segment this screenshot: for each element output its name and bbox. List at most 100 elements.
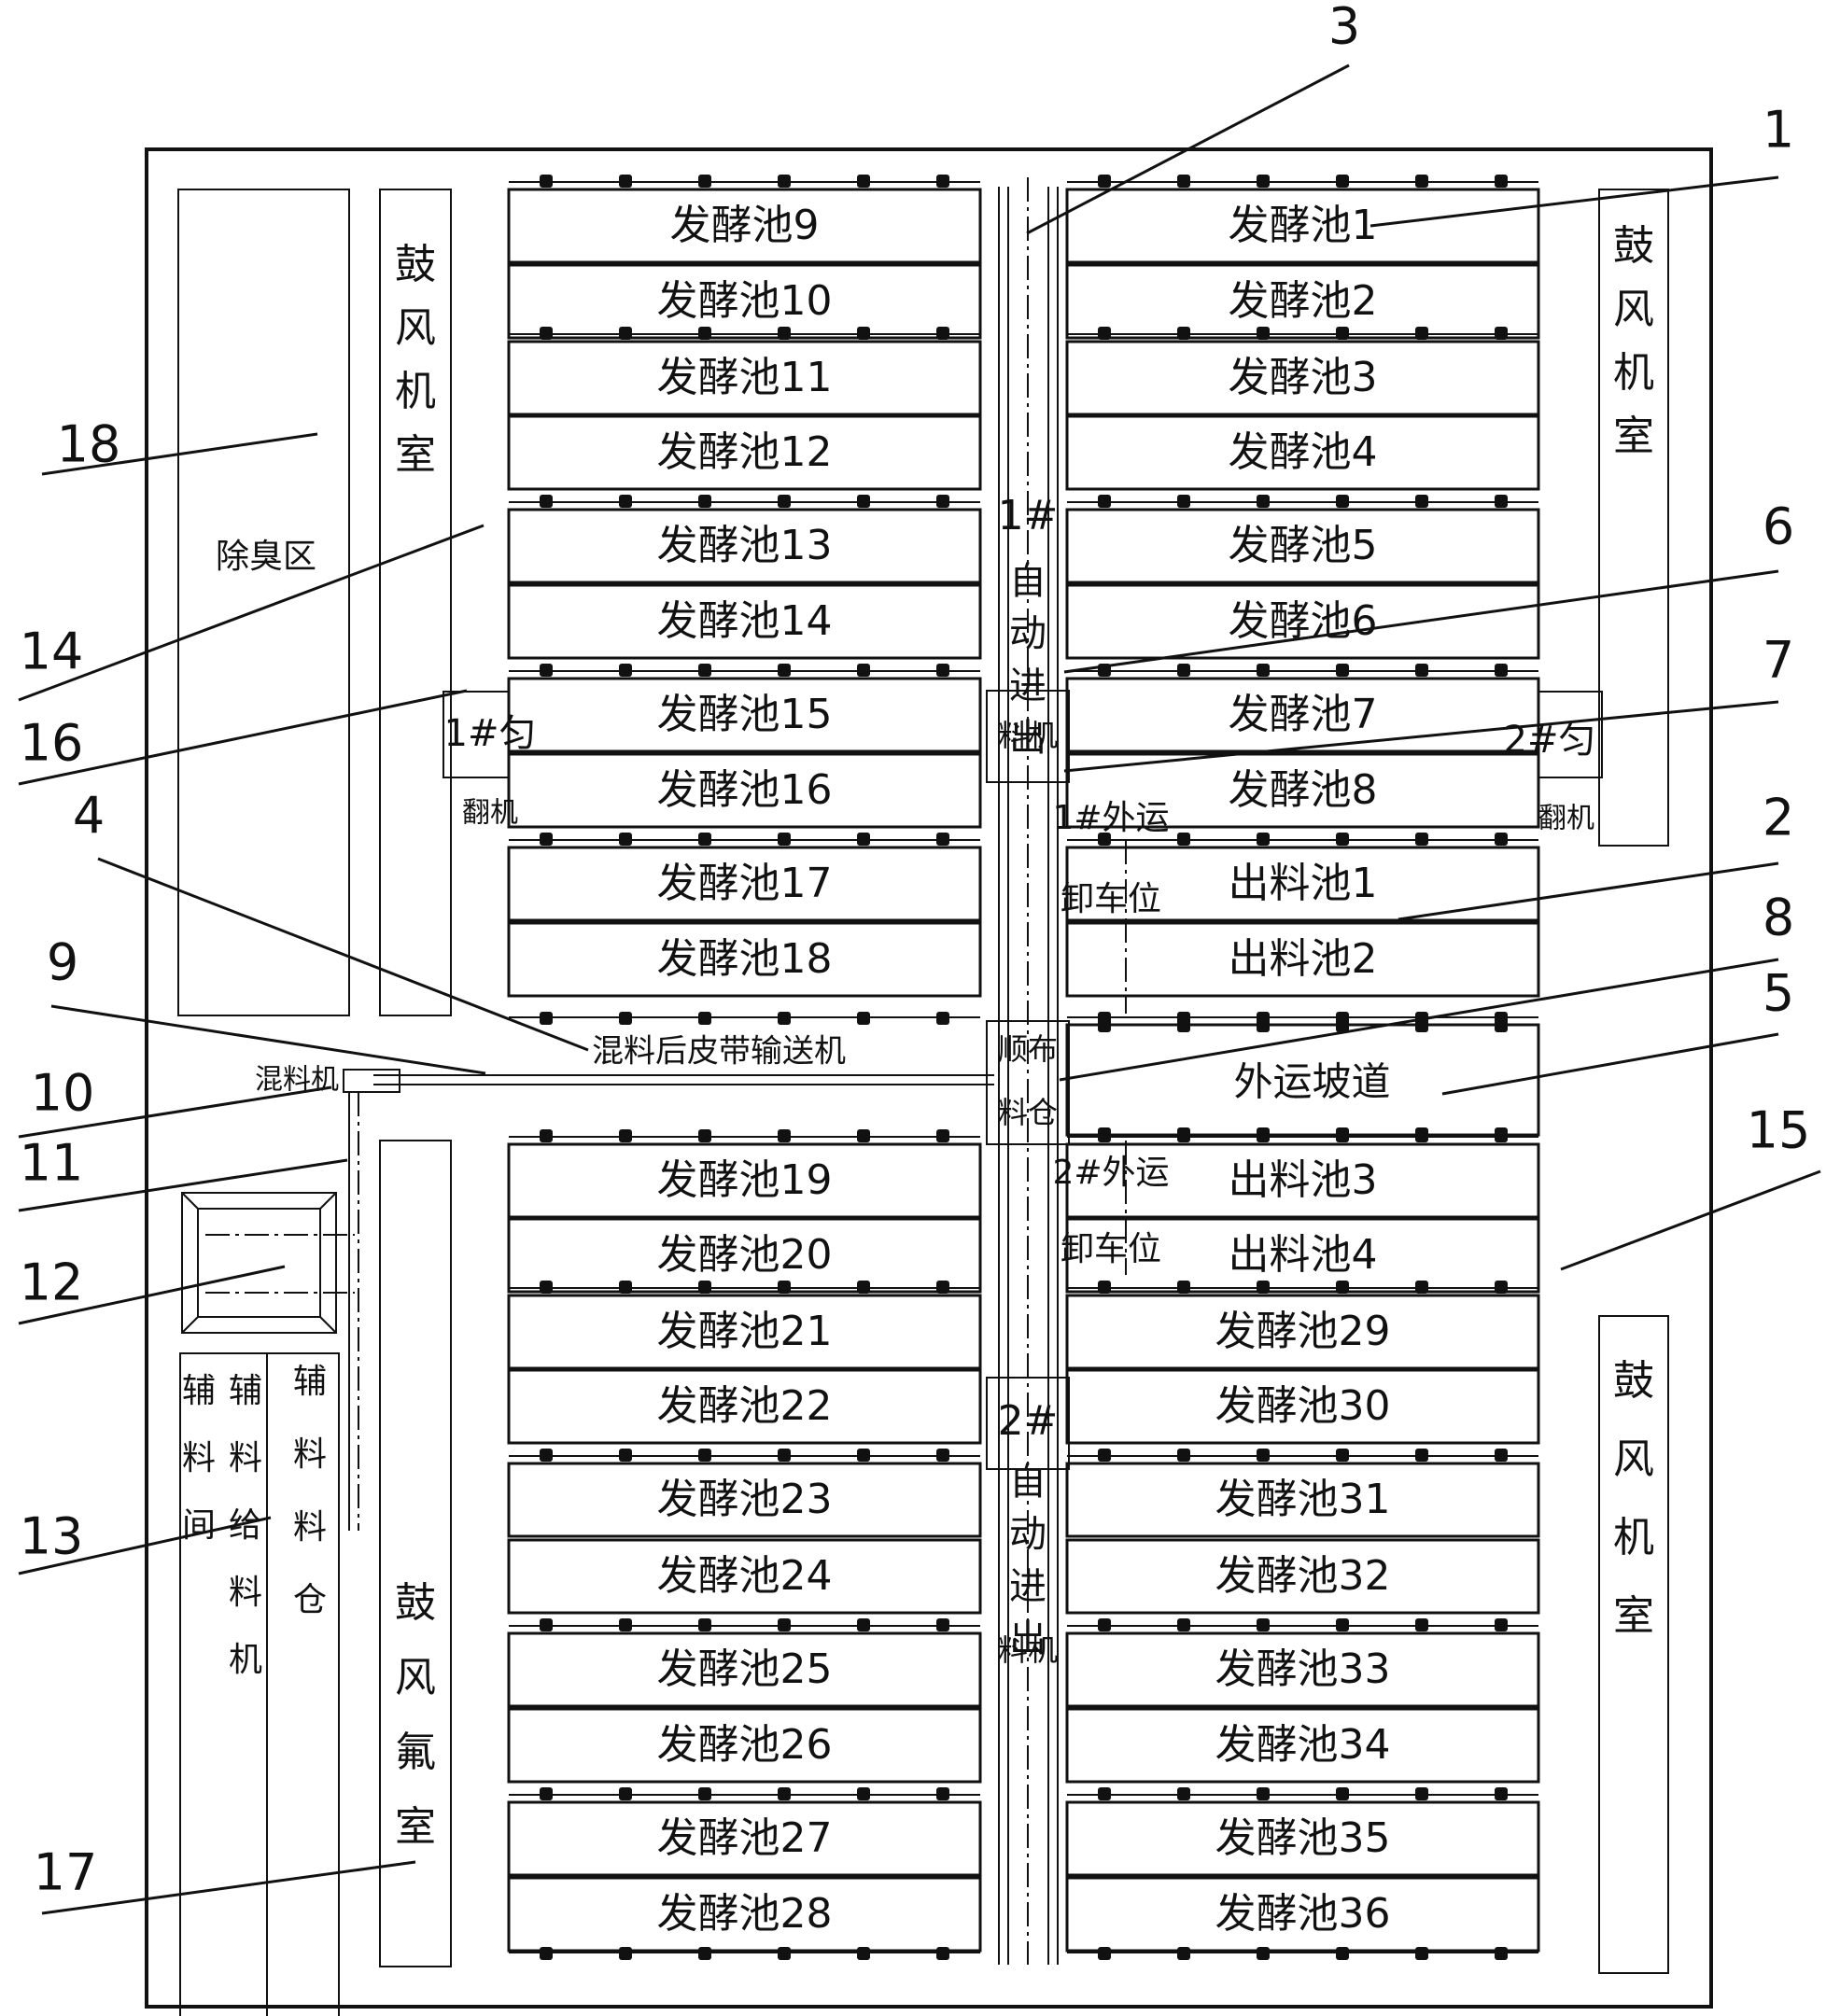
aeration-nozzle [778,1787,791,1800]
tank-right-2 [1065,263,1540,340]
aeration-nozzle [698,1012,711,1025]
tank-right-18 [1065,1707,1540,1784]
aeration-nozzle [1336,175,1349,188]
tank-right-3 [1065,340,1540,416]
callout-number-12: 12 [20,1253,84,1312]
distributor-box [986,1020,1070,1145]
callout-number-7: 7 [1763,631,1794,690]
callout-leader-13 [18,1516,272,1575]
aeration-nozzle [1257,664,1270,677]
aeration-nozzle [1177,175,1190,188]
hopper-outer [181,1192,337,1334]
aeration-nozzle [857,1449,870,1462]
aeration-nozzle [1495,1787,1508,1800]
aeration-nozzle [778,833,791,846]
tank-left-8 [507,752,982,829]
aeration-nozzle [1177,1947,1190,1960]
tank-left-14 [507,1368,982,1445]
aeration-nozzle [1177,1019,1190,1032]
aeration-nozzle [778,175,791,188]
aeration-nozzle [1257,1281,1270,1294]
tank-label-right-11: 出料池3 [1229,1156,1378,1204]
tank-left-9 [507,846,982,922]
aeration-nozzle [1257,1947,1270,1960]
aeration-nozzle [1495,664,1508,677]
callout-number-11: 11 [20,1134,84,1193]
aeration-nozzle [857,1947,870,1960]
aeration-nozzle [1098,1618,1111,1631]
aeration-nozzle [698,664,711,677]
tank-left-16 [507,1538,982,1615]
aeration-nozzle [619,1129,632,1142]
aeration-nozzle [936,1012,949,1025]
aeration-nozzle [857,664,870,677]
tank-left-4 [507,414,982,491]
tank-label-left-2: 发酵池10 [657,277,833,325]
aeration-nozzle [1336,1947,1349,1960]
feeder-2-char: 自 [1009,1461,1046,1504]
auxiliary-col-3-char: 料 [293,1508,327,1547]
aeration-nozzle [1257,175,1270,188]
aeration-nozzle [1257,833,1270,846]
feeder-2-char: 料机 [998,1632,1058,1668]
aeration-nozzle [698,1129,711,1142]
aeration-nozzle [1257,1449,1270,1462]
aeration-nozzle [857,327,870,340]
tank-left-13 [507,1294,982,1370]
unload-2-suffix: 卸车位 [1060,1230,1161,1268]
auxiliary-block [179,1352,340,2016]
tank-label-right-3: 发酵池3 [1229,354,1378,401]
aeration-nozzle [540,327,553,340]
callout-leader-15 [1560,1169,1821,1271]
aeration-nozzle [1098,1449,1111,1462]
outbound-ramp [1065,1023,1540,1137]
tank-left-15 [507,1462,982,1538]
aeration-nozzle [1415,664,1428,677]
aeration-nozzle [540,1787,553,1800]
tank-left-2 [507,263,982,340]
aeration-nozzle [1336,1787,1349,1800]
aeration-nozzle [1336,1281,1349,1294]
aeration-nozzle [1495,1947,1508,1960]
auxiliary-col-1-char: 间 [182,1506,216,1545]
aeration-nozzle [1336,1449,1349,1462]
callout-number-1: 1 [1763,101,1794,160]
callout-number-6: 6 [1763,497,1794,556]
aeration-nozzle [778,1947,791,1960]
feeder-1-char: 动 [1009,612,1046,655]
callout-number-2: 2 [1763,789,1794,847]
aeration-nozzle [1098,327,1111,340]
aeration-nozzle [1415,1787,1428,1800]
aeration-nozzle [1177,1618,1190,1631]
callout-leader-8 [1059,958,1779,1082]
aeration-nozzle [540,833,553,846]
tank-left-18 [507,1707,982,1784]
aeration-nozzle [619,833,632,846]
aeration-nozzle [1257,1127,1270,1141]
tank-right-6 [1065,583,1540,660]
aeration-nozzle [619,1281,632,1294]
aeration-nozzle [1495,175,1508,188]
tank-label-left-7: 发酵池15 [657,691,833,738]
aeration-nozzle [1415,1019,1428,1032]
tank-label-right-2: 发酵池2 [1229,277,1378,325]
callout-number-14: 14 [20,623,84,681]
tank-right-19 [1065,1800,1540,1877]
aeration-nozzle [857,1012,870,1025]
hopper-inner [197,1208,321,1318]
aeration-nozzle [1098,495,1111,508]
aeration-nozzle [1495,1127,1508,1141]
aeration-nozzle [857,495,870,508]
tank-label-left-10: 发酵池18 [657,935,833,983]
tank-label-left-3: 发酵池11 [657,354,833,401]
aeration-nozzle [540,1012,553,1025]
aeration-nozzle [936,1281,949,1294]
tank-label-left-8: 发酵池16 [657,766,833,814]
aeration-nozzle [1098,1019,1111,1032]
blower-room-2-label-char: 室 [1613,413,1654,460]
feeder-2-char: 动 [1009,1513,1046,1556]
aeration-nozzle [1177,1787,1190,1800]
aeration-nozzle [1336,1618,1349,1631]
auxiliary-col-3-char: 辅 [293,1363,327,1401]
